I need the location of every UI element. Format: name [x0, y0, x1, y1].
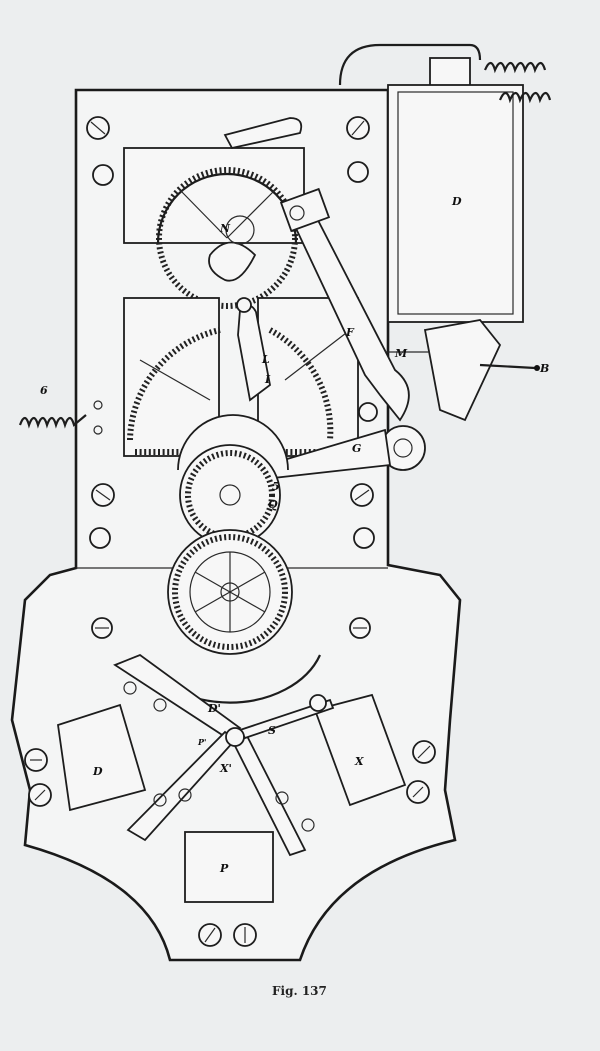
lever-f-group — [279, 187, 410, 422]
top-bracket — [223, 117, 303, 150]
label-pawl-l: L — [261, 353, 270, 366]
magnet-d: D — [57, 703, 147, 812]
figure-caption: Fig. 137 — [272, 984, 327, 998]
label-magnet-d-prime: D' — [207, 702, 221, 715]
label-lever-f: F — [345, 326, 355, 339]
label-mark-5: 5 — [272, 480, 280, 493]
escape-wheel — [156, 167, 298, 309]
screws — [86, 116, 375, 639]
label-mark-x-prime: X' — [219, 762, 232, 775]
label-coil-d: D — [92, 765, 103, 778]
label-coil-p: P — [219, 862, 229, 875]
label-pinion-p-prime: P' — [197, 737, 206, 747]
label-spring-left: 6 — [40, 384, 48, 397]
armature-m — [423, 319, 502, 422]
spoked-gear — [167, 529, 293, 655]
label-terminal-b: B — [539, 362, 549, 375]
spring-left — [18, 414, 87, 429]
label-link-g: G — [352, 442, 361, 455]
base-screws — [24, 740, 436, 947]
label-arm-m: M — [394, 347, 408, 360]
coil-d-top: D — [338, 43, 524, 323]
label-wheel-n: N — [219, 222, 231, 235]
lever-f — [283, 193, 410, 422]
label-coil-x: X — [354, 755, 364, 768]
label-pawl-i: I — [264, 373, 271, 386]
label-lever-s: S — [268, 724, 276, 737]
armature-arms — [113, 653, 335, 857]
label-coil-top: D — [451, 195, 462, 208]
label-wheel-q: Q — [268, 498, 278, 511]
spring-top-right — [483, 61, 552, 104]
magnet-p: P — [184, 831, 274, 903]
magnet-x: X — [313, 693, 407, 807]
